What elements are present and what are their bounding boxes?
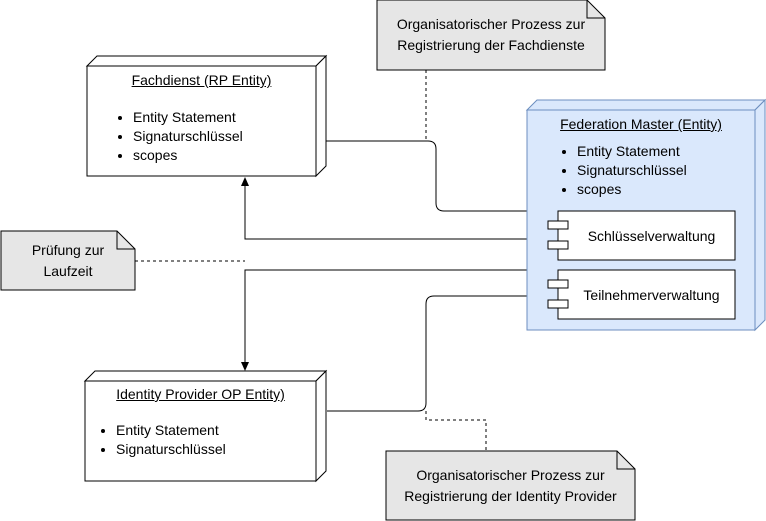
connector-fachdienst-master <box>326 140 527 212</box>
arrow-master-to-fachdienst <box>244 184 527 240</box>
arrowhead-identity-provider <box>241 362 249 371</box>
identity-provider-items: Entity Statement Signaturschlüssel <box>98 421 226 459</box>
note-text-registrierung-fachdienste: Organisatorischer Prozess zur Registrier… <box>396 16 586 53</box>
dashed-link-note-idp <box>425 411 487 451</box>
list-item: Entity Statement <box>116 421 226 440</box>
federation-master-title: Federation Master (Entity) <box>560 116 722 132</box>
component-label-teilnehmerverwaltung: Teilnehmerverwaltung <box>583 286 720 303</box>
note-registrierung-idp[interactable] <box>385 450 636 521</box>
list-item: Entity Statement <box>133 108 243 127</box>
note-text-registrierung-idp: Organisatorischer Prozess zur Registrier… <box>404 466 617 504</box>
component-schluesselverwaltung[interactable] <box>547 210 736 261</box>
list-item: Entity Statement <box>577 142 687 161</box>
note-text-pruefung-laufzeit: Prüfung zur Laufzeit <box>31 241 105 279</box>
note-registrierung-fachdienste[interactable] <box>376 0 606 71</box>
federation-master-items: Entity Statement Signaturschlüssel scope… <box>559 142 687 199</box>
list-item: Signaturschlüssel <box>577 161 687 180</box>
note-fold-idp <box>616 451 635 470</box>
identity-provider-title: Identity Provider OP Entity) <box>116 386 285 402</box>
list-item: scopes <box>577 180 687 199</box>
fachdienst-items: Entity Statement Signaturschlüssel scope… <box>115 108 243 165</box>
list-item: scopes <box>133 146 243 165</box>
note-fold-pruefung <box>116 231 135 250</box>
note-fold-fachdienste <box>586 0 605 19</box>
list-item: Signaturschlüssel <box>116 440 226 459</box>
node-identity-provider[interactable] <box>83 369 328 483</box>
note-pruefung-laufzeit[interactable] <box>0 230 136 291</box>
fachdienst-title: Fachdienst (RP Entity) <box>131 72 272 88</box>
node-fachdienst[interactable] <box>85 54 328 178</box>
arrowhead-fachdienst <box>241 177 249 186</box>
component-teilnehmerverwaltung[interactable] <box>547 269 736 320</box>
component-label-schluesselverwaltung: Schlüsselverwaltung <box>587 227 716 244</box>
list-item: Signaturschlüssel <box>133 127 243 146</box>
arrow-master-to-identity-provider <box>244 269 527 364</box>
connector-identity-provider-master <box>327 295 527 412</box>
